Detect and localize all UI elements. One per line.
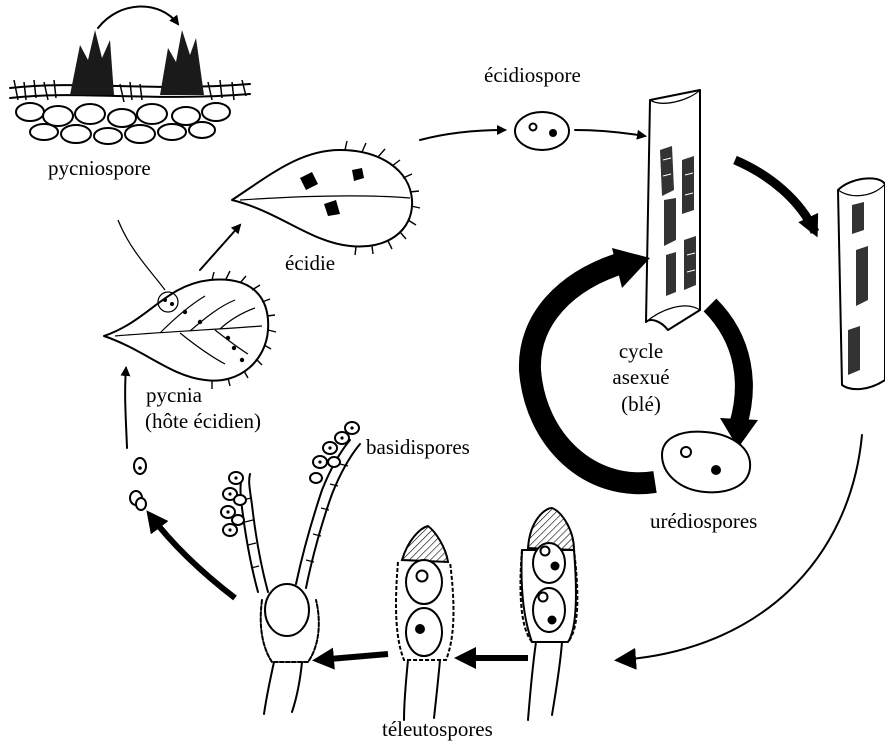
label-pycniospore: pycniospore — [48, 156, 151, 180]
wheat-stem-urediniales — [838, 178, 885, 389]
wheat-stem-infected — [646, 90, 700, 330]
label-ecidiospore: écidiospore — [484, 63, 581, 87]
ecidiospore-cell — [515, 112, 569, 150]
label-pycnia-host: (hôte écidien) — [145, 409, 261, 433]
arrow-stem-to-stem — [735, 160, 815, 232]
label-ecidie: écidie — [285, 251, 335, 275]
pycniospore-leaf-section — [10, 6, 250, 144]
arrow-ecidiospore-to-stem — [575, 130, 645, 136]
label-basidispores: basidispores — [366, 435, 470, 459]
arrow-teleuto-to-basidia — [318, 654, 388, 660]
label-cycle-asexual: asexué — [612, 365, 669, 389]
arrow-basidia-to-spores — [150, 515, 235, 598]
label-urediospores: urédiospores — [650, 509, 757, 533]
label-cycle-host: (blé) — [621, 392, 661, 416]
arrow-ecidie-to-ecidiospore — [420, 130, 505, 140]
label-pycnia: pycnia — [146, 383, 203, 407]
basidiospore-small — [130, 458, 146, 510]
teleutospore-right — [520, 508, 577, 720]
arrow-pycnia-to-ecidie — [200, 225, 240, 270]
pycnia-leaf — [104, 220, 276, 389]
label-cycle: cycle — [619, 339, 663, 363]
basidia-with-basidispores — [221, 422, 360, 714]
label-teleutospores: téleutospores — [382, 717, 493, 741]
ecidie-leaf — [232, 141, 420, 255]
teleutospore-middle — [396, 526, 453, 720]
arrow-spores-to-pycnia — [125, 368, 127, 448]
